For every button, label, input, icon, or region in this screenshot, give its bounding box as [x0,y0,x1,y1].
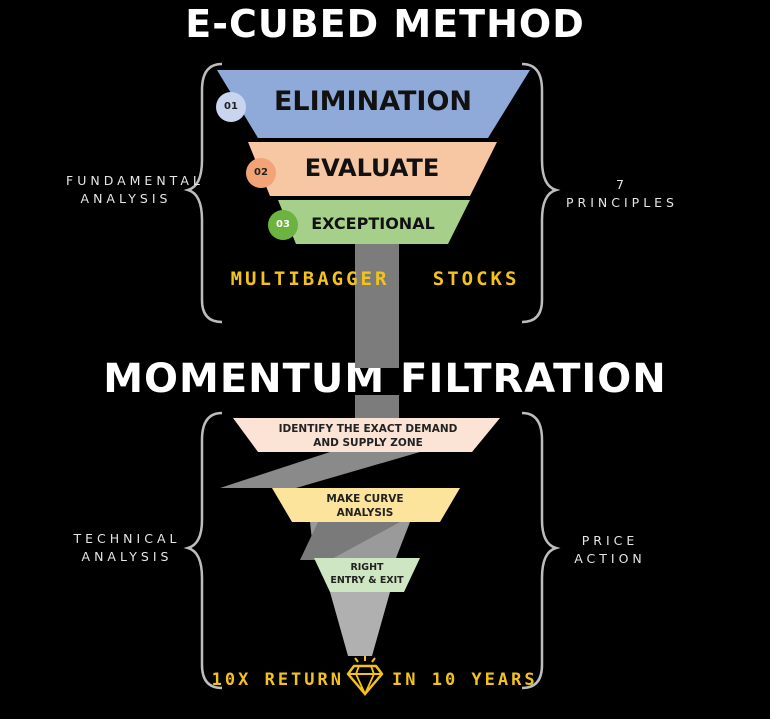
ribbon-segment [330,592,390,656]
ribbon-segment [220,452,420,488]
label-line: ANALYSIS [336,507,394,519]
connector-pipe [355,240,399,368]
footer-left-text: 10X RETURN [211,670,344,690]
step-number: 03 [276,219,290,230]
funnel-band-elimination [217,70,530,138]
left-brace-bottom [183,411,223,690]
step-badge-02: 02 [246,158,276,188]
right-brace-bottom [521,411,561,690]
main-title: E-CUBED METHOD [185,2,585,46]
left-label-fundamental: FUNDAMENTAL ANALYSIS [66,172,204,208]
zone-entry-exit [314,558,420,592]
label-line: MAKE CURVE [326,493,404,505]
step-label-evaluate: EVALUATE [304,154,440,182]
label-line: AND SUPPLY ZONE [313,437,423,449]
zone-label-curve-analysis: MAKE CURVE ANALYSIS [282,492,448,520]
label-line: ENTRY & EXIT [330,575,404,586]
step-number: 02 [254,167,268,178]
label-line: PRINCIPLES [565,195,678,210]
left-brace-top [183,62,223,324]
label-line: RIGHT [350,562,384,573]
right-label-principles: 7 PRINCIPLES [562,176,682,212]
right-label-price-action: PRICE ACTION [560,532,660,568]
step-number: 01 [224,101,238,112]
label-line: ACTION [574,551,646,566]
funnel-band-exceptional [278,200,470,244]
label-line: ANALYSIS [81,549,173,564]
ribbon-segment [300,522,400,560]
label-line: 7 [616,177,628,192]
step-badge-03: 03 [268,210,298,240]
step-label-exceptional: EXCEPTIONAL [311,214,435,233]
step-badge-01: 01 [216,92,246,122]
label-line: TECHNICAL [73,531,181,546]
label-line: PRICE [581,533,639,548]
zone-label-entry-exit: RIGHT ENTRY & EXIT [318,561,416,587]
footer-right-text: IN 10 YEARS [392,670,538,690]
label-line: ANALYSIS [80,191,172,206]
zone-label-demand-supply: IDENTIFY THE EXACT DEMAND AND SUPPLY ZON… [240,422,496,450]
funnel-band-evaluate [248,142,497,196]
label-line: IDENTIFY THE EXACT DEMAND [278,423,458,435]
diamond-icon [346,656,384,697]
right-brace-top [521,62,561,324]
zone-curve-analysis [272,488,460,522]
label-line: FUNDAMENTAL [66,173,204,188]
step-label-elimination: ELIMINATION [273,86,473,117]
left-label-technical: TECHNICAL ANALYSIS [70,530,184,566]
zone-demand-supply [233,418,500,452]
result-text: MULTIBAGGER STOCKS [230,268,520,290]
